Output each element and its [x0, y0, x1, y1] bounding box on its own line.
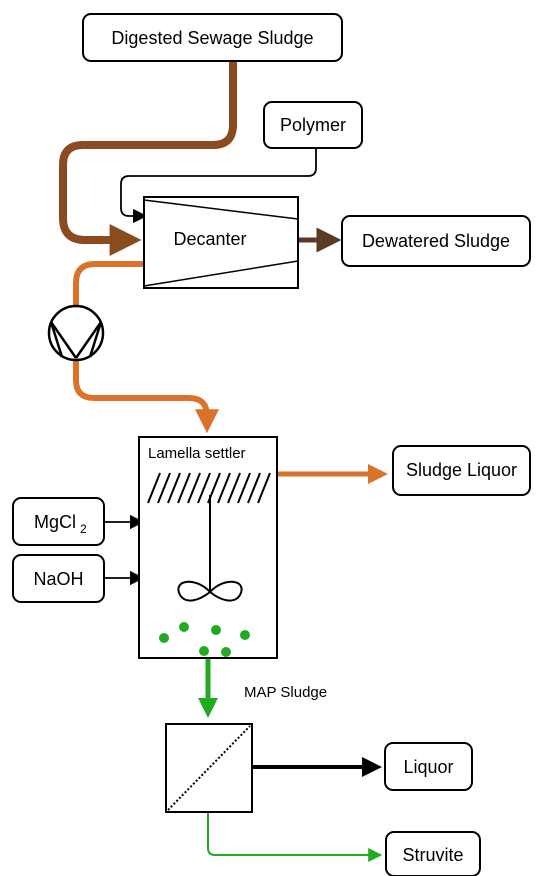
polymer-node: Polymer: [263, 101, 363, 149]
struvite-line: [207, 812, 383, 862]
centrate-to-pump-line: [73, 261, 144, 305]
struvite-node: Struvite: [385, 831, 481, 876]
filter-node: [165, 723, 253, 813]
liquor-label: Liquor: [403, 757, 453, 777]
digested-sewage-sludge-node: Digested Sewage Sludge: [82, 13, 343, 62]
mgcl2-label: MgCl: [34, 512, 76, 532]
pump-icon: [47, 304, 105, 362]
lamella-settler-node: Lamella settler: [138, 436, 278, 659]
struvite-particles: [159, 622, 250, 657]
map-sludge-label: MAP Sludge: [244, 684, 327, 701]
lamella-settler-label: Lamella settler: [148, 445, 246, 462]
polymer-feed-line: [120, 148, 317, 224]
naoh-node: NaOH: [12, 554, 105, 603]
mgcl2-subscript: 2: [80, 522, 87, 536]
mgcl2-node: MgCl 2: [12, 497, 105, 546]
stirrer-icon: [177, 495, 243, 602]
naoh-label: NaOH: [33, 569, 83, 589]
dewatered-sludge-label: Dewatered Sludge: [362, 231, 510, 251]
sludge-liquor-label: Sludge Liquor: [406, 460, 517, 480]
decanter-label: Decanter: [173, 229, 246, 249]
polymer-label: Polymer: [280, 115, 346, 135]
sludge-feed-line: [59, 62, 237, 256]
digested-sewage-sludge-label: Digested Sewage Sludge: [111, 28, 313, 48]
dewatered-sludge-node: Dewatered Sludge: [341, 215, 531, 267]
pump-to-settler-line: [73, 360, 219, 434]
struvite-label: Struvite: [402, 845, 463, 865]
decanter-node: Decanter: [143, 196, 299, 289]
sludge-liquor-node: Sludge Liquor: [392, 445, 531, 496]
liquor-node: Liquor: [384, 742, 473, 791]
